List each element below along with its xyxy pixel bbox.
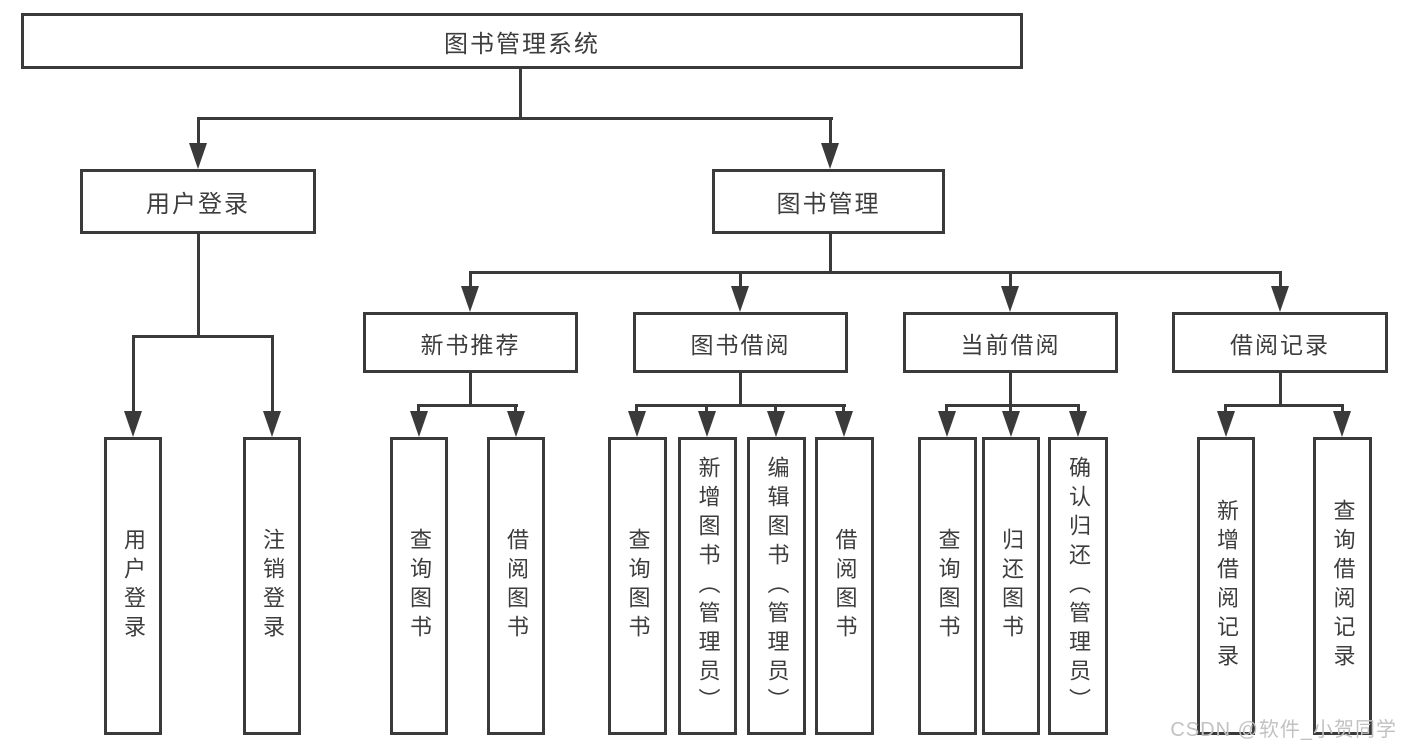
leaf-borrow-books: 借阅图书 [815,437,874,735]
connector-line [197,233,200,337]
connector-line [829,117,832,149]
connector-line [469,271,1282,274]
connector-line [1009,271,1012,292]
leaf-label: 注销登录 [260,528,285,644]
arrow-down-icon [410,411,428,437]
arrow-down-icon [189,143,207,169]
connector-line [1224,404,1227,416]
node-library-management-system: 图书管理系统 [21,13,1023,69]
connector-line [842,404,845,416]
connector-line [1224,404,1344,407]
connector-line [132,335,135,415]
leaf-label: 查询图书 [935,528,961,644]
leaf-edit-book-admin: 编辑图书（管理员） [747,437,806,735]
arrow-down-icon [767,411,785,437]
arrow-down-icon [698,411,716,437]
leaf-label: 编辑图书（管理员） [764,455,790,717]
node-book-management: 图书管理 [712,169,945,234]
connector-line [829,233,832,274]
node-label: 图书借阅 [690,331,791,358]
connector-line [945,404,1080,407]
leaf-query-books-current: 查询图书 [918,437,977,735]
connector-line [271,335,274,415]
leaf-label: 归还图书 [999,528,1024,644]
leaf-query-books-recommend: 查询图书 [390,437,448,735]
connector-line [469,271,472,292]
leaf-logout: 注销登录 [243,437,301,735]
node-book-borrow: 图书借阅 [633,312,848,373]
connector-line [197,117,833,120]
connector-line [945,404,948,416]
connector-line [417,404,420,416]
arrow-down-icon [731,286,749,312]
node-label: 图书管理 [776,191,881,218]
arrow-down-icon [821,143,839,169]
leaf-borrow-books-recommend: 借阅图书 [487,437,545,735]
arrow-down-icon [263,411,281,437]
leaf-query-books-borrow: 查询图书 [608,437,667,735]
arrow-down-icon [628,411,646,437]
node-current-borrow: 当前借阅 [903,312,1118,373]
connector-line [739,373,742,406]
connector-line [519,68,522,118]
connector-line [705,404,708,416]
leaf-label: 借阅图书 [832,528,858,644]
node-new-book-recommend: 新书推荐 [363,312,578,373]
node-label: 用户登录 [146,191,250,218]
node-label: 图书管理系统 [444,30,600,58]
node-borrow-records: 借阅记录 [1172,312,1388,373]
connector-line [417,404,518,407]
arrow-down-icon [461,286,479,312]
connector-line [514,404,517,416]
leaf-return-book: 归还图书 [982,437,1040,735]
connector-line [739,271,742,292]
arrow-down-icon [938,411,956,437]
arrow-down-icon [1333,411,1351,437]
node-user-login: 用户登录 [80,169,316,234]
connector-line [132,335,274,338]
arrow-down-icon [1002,411,1020,437]
leaf-add-borrow-record: 新增借阅记录 [1197,437,1255,735]
leaf-label: 确认归还（管理员） [1066,455,1091,717]
arrow-down-icon [507,411,525,437]
connector-line [1279,271,1282,292]
leaf-add-book-admin: 新增图书（管理员） [678,437,737,735]
arrow-down-icon [1001,286,1019,312]
leaf-label: 查询借阅记录 [1330,499,1356,673]
connector-line [1009,373,1012,406]
connector-line [635,404,638,416]
connector-line [1279,373,1282,406]
node-label: 当前借阅 [960,331,1061,358]
node-label: 新书推荐 [420,331,521,358]
watermark-text: CSDN @软件_小贺同学 [1170,719,1397,741]
leaf-label: 新增图书（管理员） [695,455,721,717]
node-label: 借阅记录 [1230,331,1330,358]
connector-line [774,404,777,416]
leaf-label: 用户登录 [121,528,146,644]
leaf-query-borrow-record: 查询借阅记录 [1313,437,1372,735]
connector-line [1009,404,1012,416]
leaf-label: 查询图书 [625,528,651,644]
arrow-down-icon [835,411,853,437]
connector-line [635,404,846,407]
leaf-confirm-return-admin: 确认归还（管理员） [1048,437,1108,735]
arrow-down-icon [1217,411,1235,437]
arrow-down-icon [124,411,142,437]
arrow-down-icon [1271,286,1289,312]
leaf-label: 借阅图书 [504,528,529,644]
connector-line [469,373,472,406]
leaf-label: 新增借阅记录 [1214,499,1239,673]
connector-line [1077,404,1080,416]
connector-line [1341,404,1344,416]
connector-line [197,117,200,149]
leaf-user-login: 用户登录 [104,437,162,735]
arrow-down-icon [1069,411,1087,437]
leaf-label: 查询图书 [407,528,432,644]
